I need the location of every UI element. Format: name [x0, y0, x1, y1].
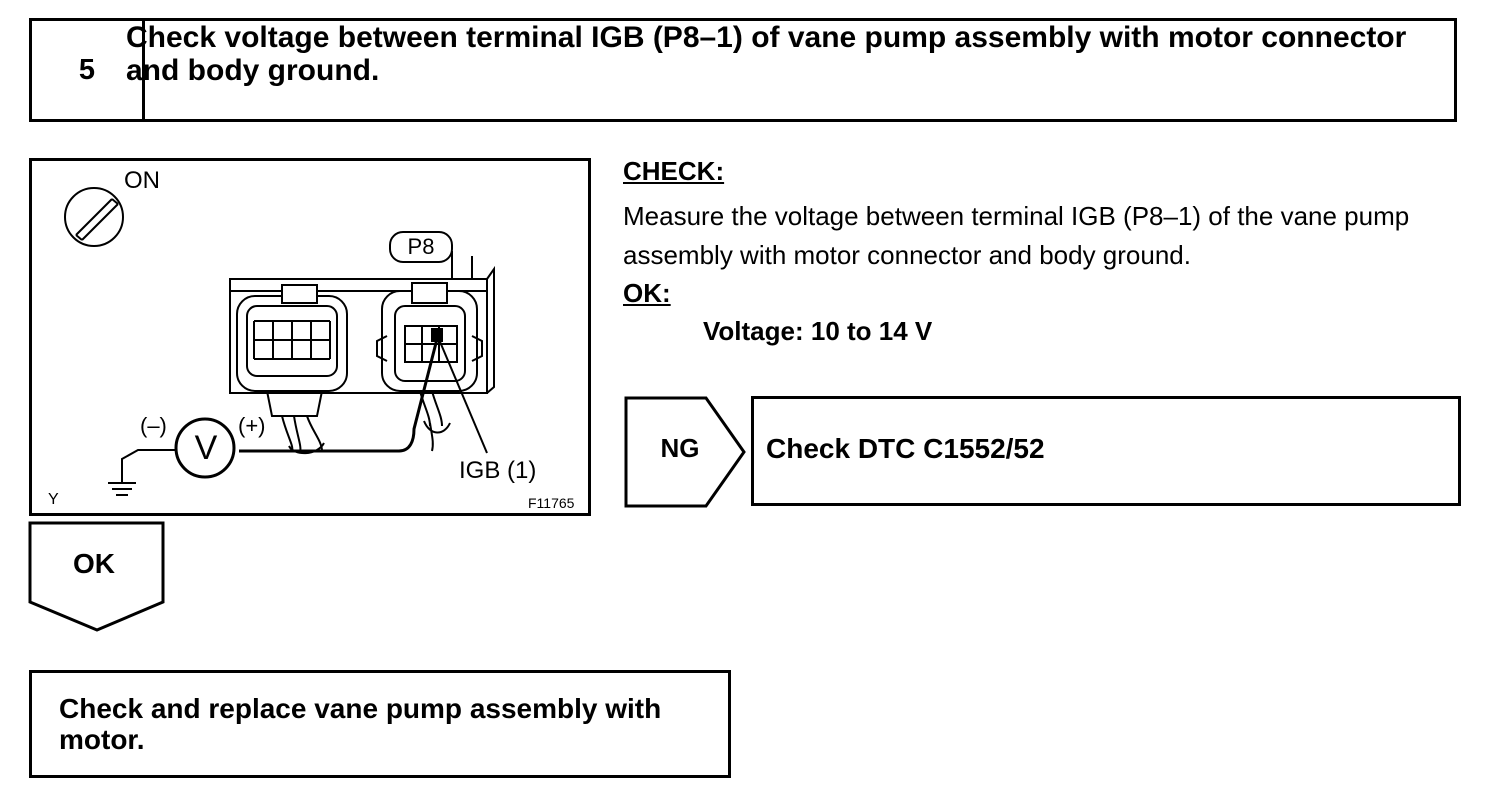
igb-leader-line — [437, 336, 488, 454]
voltmeter-symbol: V — [194, 429, 218, 467]
ng-action-box — [751, 396, 1461, 506]
ok-arrow-shape — [28, 521, 165, 632]
terminal-igb-label: IGB (1) — [459, 457, 537, 484]
wiring-diagram: ON P8 V (–) (+) IGB (1) Y F11765 — [29, 158, 591, 516]
corner-mark: Y — [48, 491, 59, 508]
left-connector — [236, 284, 348, 417]
ecu-housing — [229, 251, 495, 394]
step-number: 5 — [32, 21, 145, 119]
ng-action-text: Check DTC C1552/52 — [766, 433, 1045, 464]
negative-probe-label: (–) — [140, 413, 167, 438]
ok-heading: OK: — [623, 278, 671, 308]
figure-id: F11765 — [528, 495, 575, 511]
p8-connector — [376, 282, 483, 392]
step-title: Check voltage between terminal IGB (P8–1… — [126, 21, 1407, 87]
ok-specification: Voltage: 10 to 14 V — [703, 316, 933, 346]
ok-action-text: Check and replace vane pump assembly wit… — [59, 693, 662, 755]
connector-p8-label: P8 — [389, 231, 453, 263]
diagram-drawing — [64, 187, 495, 496]
ok-label: OK — [73, 548, 115, 579]
ground-lead — [108, 449, 176, 496]
voltmeter-icon — [174, 417, 236, 479]
check-heading: CHECK: — [623, 156, 725, 186]
left-harness — [281, 415, 325, 455]
check-instructions: Measure the voltage between terminal IGB… — [623, 201, 1410, 270]
step-header-box: 5 — [29, 18, 1457, 122]
ng-arrow-shape — [624, 396, 746, 508]
ok-action-box — [29, 670, 731, 778]
ignition-switch-icon — [64, 187, 124, 247]
p8-harness — [419, 390, 451, 452]
positive-probe-lead — [239, 338, 439, 453]
ng-label: NG — [660, 433, 700, 463]
ignition-on-label: ON — [124, 167, 160, 194]
positive-probe-label: (+) — [238, 413, 266, 438]
